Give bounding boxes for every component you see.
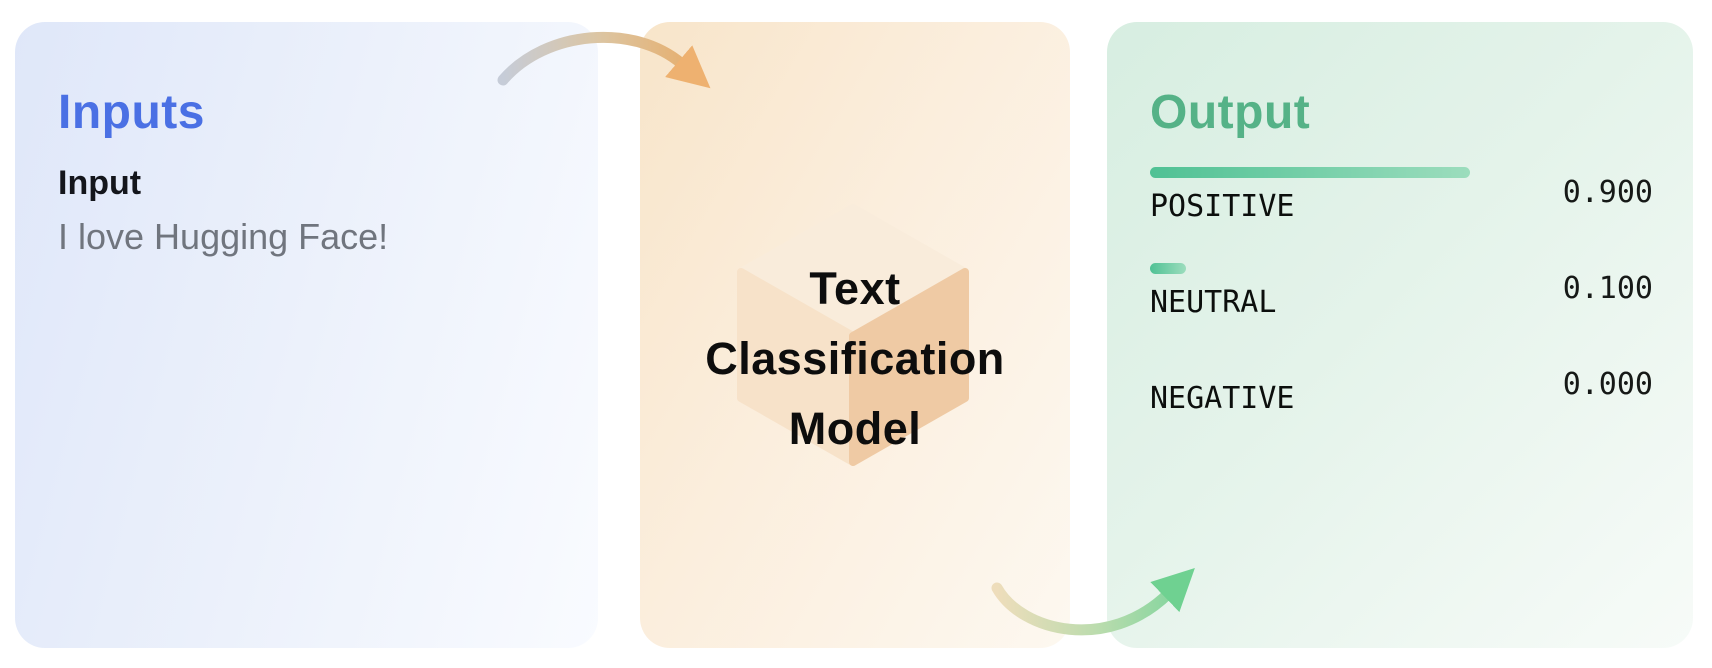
model-title-line-1: Text	[809, 263, 901, 314]
positive-bar	[1150, 167, 1471, 178]
positive-bar-track: POSITIVE	[1150, 167, 1506, 225]
model-panel: Text Classification Model	[640, 22, 1070, 648]
score-row-neutral: NEUTRAL 0.100	[1150, 263, 1653, 321]
negative-bar-track: NEGATIVE	[1150, 359, 1506, 417]
model-cube-icon	[737, 204, 969, 466]
model-title: Text Classification Model	[640, 254, 1070, 464]
neutral-label: NEUTRAL	[1150, 285, 1277, 320]
input-field-value: I love Hugging Face!	[58, 216, 389, 257]
score-row-negative: NEGATIVE 0.000	[1150, 359, 1653, 417]
score-rows: POSITIVE 0.900 NEUTRAL 0.100	[1150, 167, 1653, 417]
positive-score: 0.900	[1562, 175, 1653, 210]
positive-label: POSITIVE	[1150, 189, 1295, 224]
score-row-positive: POSITIVE 0.900	[1150, 167, 1653, 225]
neutral-bar	[1150, 263, 1186, 274]
inputs-title: Inputs	[58, 86, 205, 139]
neutral-bar-track: NEUTRAL	[1150, 263, 1506, 321]
output-panel: Output POSITIVE 0.900	[1107, 22, 1693, 648]
inputs-panel: Inputs Input I love Hugging Face!	[15, 22, 598, 648]
input-field-label: Input	[58, 164, 142, 202]
negative-label: NEGATIVE	[1150, 381, 1295, 416]
model-title-line-2: Classification	[705, 333, 1005, 384]
output-title: Output	[1150, 86, 1311, 139]
negative-score: 0.000	[1562, 367, 1653, 402]
model-title-line-3: Model	[788, 403, 922, 454]
neutral-score: 0.100	[1562, 271, 1653, 306]
